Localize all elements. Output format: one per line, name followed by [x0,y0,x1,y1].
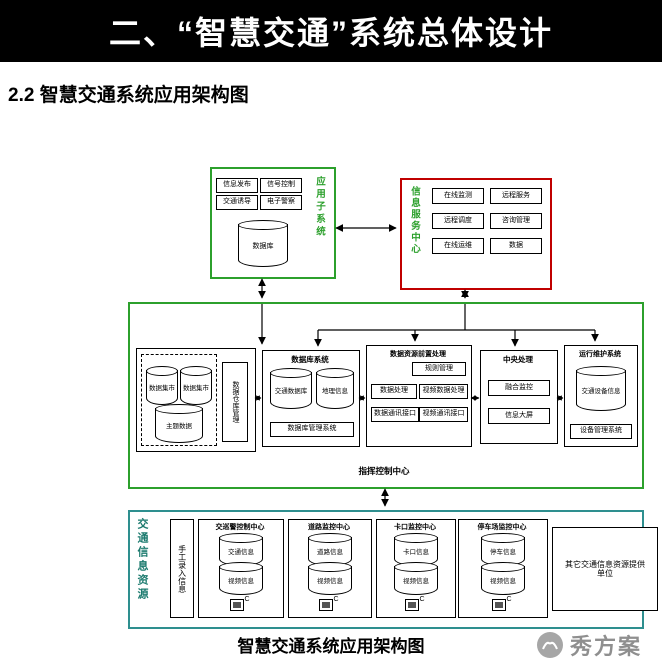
app-subsystem-title: 应用子系统 [314,176,325,239]
video-comm-interface: 视频通讯接口 [419,407,468,422]
traffic-db-cylinder: 交通数据库 [270,368,312,409]
center1-cylinder-2: 视频信息 [219,562,263,595]
device-mgmt-system: 设备管理系统 [570,424,632,439]
db-mgmt-system: 数据库管理系统 [270,422,354,437]
svc-remote-service: 远程服务 [490,188,542,204]
svc-online-ops: 在线运维 [432,238,484,254]
terminal-label: C [333,596,339,603]
command-center-box [128,302,644,489]
central-processing-title: 中央处理 [503,355,533,364]
db-system-title: 数据库系统 [291,355,329,364]
data-processing: 数据处理 [371,384,417,399]
computer-icon [492,598,507,611]
app-item-e-police: 电子警察 [260,195,302,210]
app-database-cylinder: 数据库 [238,220,288,267]
road-monitor-center-title: 道路监控中心 [308,524,350,531]
app-item-info-publish: 信息发布 [216,178,258,193]
center4-terminal: C [458,596,546,614]
other-providers-box: 其它交通信息资源提供单位 [552,527,658,611]
preprocess-title: 数据资源前置处理 [390,351,446,358]
section-subtitle: 2.2 智慧交通系统应用架构图 [8,85,249,106]
data-mart-cylinder: 数据集市 [180,366,212,405]
warehouse-mgmt-label: 数据仓库管理 [222,362,248,442]
svc-consult-mgmt: 咨询管理 [490,213,542,229]
svc-remote-dispatch: 远程调度 [432,213,484,229]
data-comm-interface: 数据通讯接口 [371,407,419,422]
info-service-box [400,178,552,290]
center4-cylinder-2: 视频信息 [481,562,525,595]
video-data-processing: 视频数据处理 [419,384,468,399]
info-big-screen: 信息大屏 [488,408,550,424]
command-center-title: 指挥控制中心 [358,466,410,476]
parking-monitor-center-title: 停车场监控中心 [477,524,527,531]
svc-online-monitor: 在线监测 [432,188,484,204]
fusion-monitor: 融合监控 [488,380,550,396]
app-subsystem-box [210,167,336,279]
center2-terminal: C [288,596,370,614]
watermark: 秀方案 [536,629,642,661]
app-item-traffic-guidance: 交通诱导 [216,195,258,210]
hands-logo-icon [537,632,563,658]
computer-icon [230,598,245,611]
subject-data-cylinder: 主题数据 [155,404,203,443]
gis-cylinder: 地理信息 [316,368,354,409]
info-service-title: 信息服务中心 [409,186,420,255]
svc-data: 数据 [490,238,542,254]
rule-mgmt: 规则管理 [412,362,466,376]
center3-terminal: C [376,596,454,614]
manual-entry-box: 手工录入信息 [170,519,194,618]
app-item-signal-control: 信号控制 [260,178,302,193]
center2-cylinder-2: 视频信息 [308,562,352,595]
traffic-resources-title: 交通信息资源 [136,518,148,602]
computer-icon [319,598,334,611]
slide-title: 二、“智慧交通”系统总体设计 [108,15,553,51]
device-info-cylinder: 交通设备信息 [576,366,626,411]
checkpoint-monitor-center-title: 卡口监控中心 [394,524,436,531]
terminal-label: C [506,596,512,603]
center1-terminal: C [198,596,282,614]
maintenance-title: 运行维护系统 [579,351,621,358]
watermark-text: 秀方案 [570,634,643,659]
slide-title-bar: 二、“智慧交通”系统总体设计 [0,0,662,62]
terminal-label: C [244,596,250,603]
terminal-label: C [419,596,425,603]
police-control-center-title: 交巡警控制中心 [215,524,265,531]
center3-cylinder-2: 视频信息 [394,562,438,595]
data-mart-cylinder: 数据集市 [146,366,178,405]
diagram-caption: 智慧交通系统应用架构图 [237,637,425,656]
computer-icon [405,598,420,611]
